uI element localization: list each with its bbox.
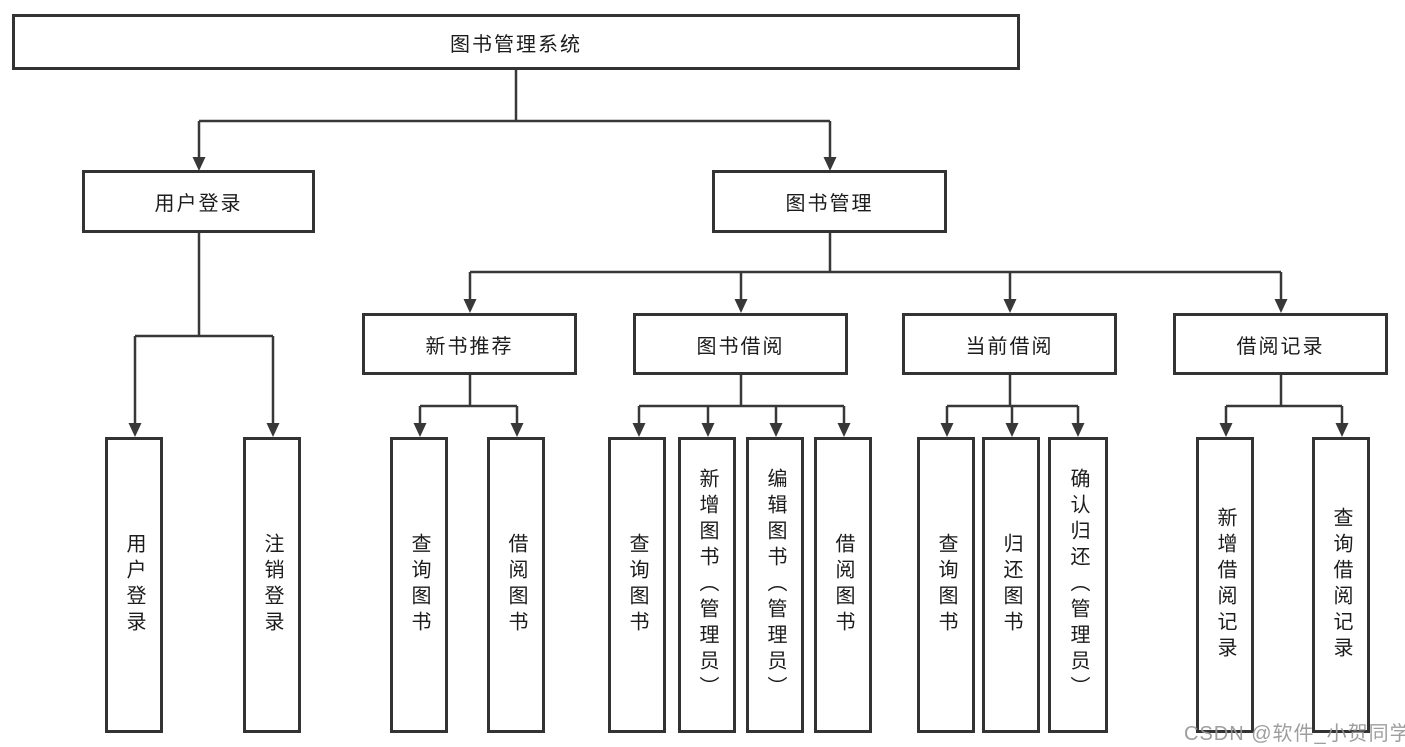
leaf-query-books: 查询图书 — [390, 437, 448, 733]
leaf-edit-books-admin: 编辑图书（管理员） — [746, 437, 804, 733]
node-new-book-recommend: 新书推荐 — [362, 313, 577, 375]
leaf-add-books-admin: 新增图书（管理员） — [678, 437, 736, 733]
node-label: 图书管理 — [785, 193, 874, 215]
node-label: 借阅图书 — [505, 533, 527, 637]
node-label: 查询图书 — [408, 533, 430, 637]
node-book-borrow: 图书借阅 — [633, 313, 848, 375]
node-label: 图书借阅 — [696, 335, 785, 358]
node-label: 查询图书 — [626, 533, 648, 637]
node-label: 注销登录 — [261, 533, 283, 637]
leaf-user-login: 用户登录 — [105, 437, 163, 733]
leaf-borrow-books: 借阅图书 — [814, 437, 872, 733]
node-current-borrow: 当前借阅 — [902, 313, 1117, 375]
leaf-borrow-books: 借阅图书 — [487, 437, 545, 733]
node-label: 用户登录 — [154, 193, 243, 215]
node-label: 查询图书 — [935, 533, 957, 637]
node-label: 归还图书 — [1000, 533, 1022, 637]
node-label: 借阅记录 — [1236, 335, 1325, 358]
node-library-management-system: 图书管理系统 — [12, 14, 1020, 70]
node-label: 查询借阅记录 — [1330, 507, 1352, 663]
leaf-add-borrow-record: 新增借阅记录 — [1196, 437, 1254, 733]
leaf-return-books: 归还图书 — [982, 437, 1040, 733]
leaf-query-books: 查询图书 — [608, 437, 666, 733]
node-label: 新增借阅记录 — [1214, 507, 1236, 663]
leaf-confirm-return-admin: 确认归还（管理员） — [1048, 437, 1108, 733]
node-label: 图书管理系统 — [450, 33, 582, 56]
node-label: 确认归还（管理员） — [1067, 468, 1089, 702]
node-label: 当前借阅 — [965, 335, 1054, 358]
leaf-query-books: 查询图书 — [917, 437, 975, 733]
node-label: 编辑图书（管理员） — [764, 468, 786, 702]
leaf-query-borrow-record: 查询借阅记录 — [1312, 437, 1370, 733]
leaf-logout: 注销登录 — [243, 437, 301, 733]
node-label: 用户登录 — [123, 533, 145, 637]
node-borrow-records: 借阅记录 — [1173, 313, 1388, 375]
node-book-management: 图书管理 — [712, 170, 947, 233]
node-label: 新书推荐 — [425, 335, 514, 358]
node-user-login: 用户登录 — [82, 170, 315, 233]
csdn-watermark: CSDN @软件_小贺同学 — [1184, 723, 1405, 745]
node-label: 借阅图书 — [832, 533, 854, 637]
node-label: 新增图书（管理员） — [696, 468, 718, 702]
